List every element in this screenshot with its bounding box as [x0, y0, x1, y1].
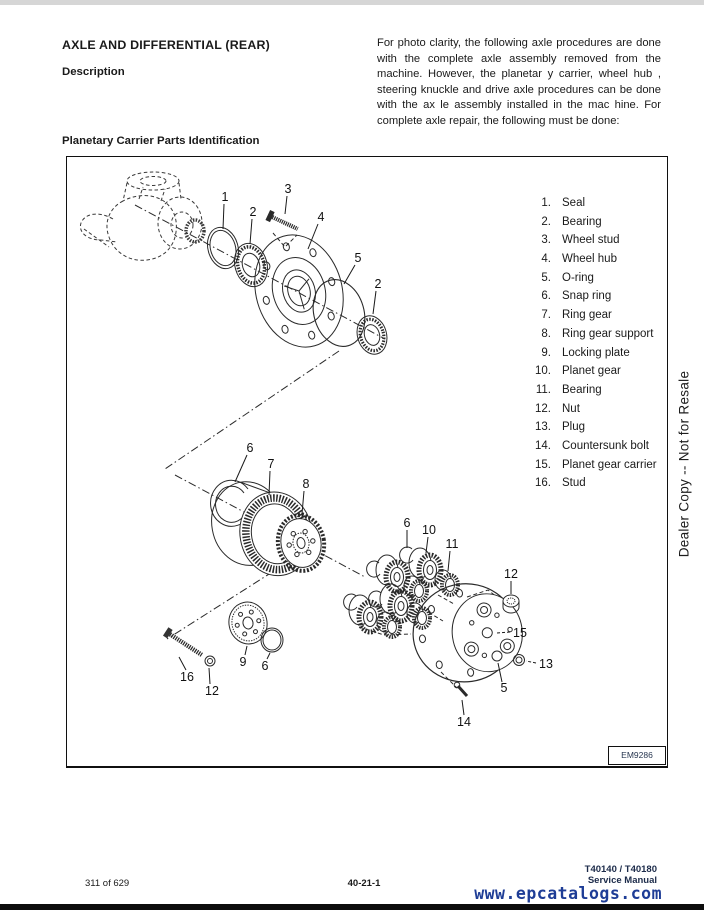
part-row: 16.Stud	[535, 477, 586, 490]
callout-label: 8	[303, 477, 310, 491]
footer-section-code: 40-21-1	[347, 878, 381, 889]
callout-label: 16	[180, 670, 194, 684]
callout-label: 10	[422, 523, 436, 537]
part-row: 14.Countersunk bolt	[535, 439, 649, 452]
part-row: 5.O-ring	[541, 271, 594, 284]
callout-label: 5	[501, 681, 508, 695]
top-edge-bar	[0, 0, 704, 5]
part-row: 9.Locking plate	[541, 346, 630, 359]
callout-label: 7	[268, 457, 275, 471]
footer-doc-info: T40140 / T40180 Service Manual	[585, 864, 657, 886]
snap-ring-part	[260, 627, 284, 653]
o-ring-part	[312, 279, 366, 347]
callout-label: 11	[446, 537, 459, 551]
part-row: 4.Wheel hub	[541, 253, 617, 266]
footer-model: T40140 / T40180	[584, 864, 657, 875]
parts-figure: 1 2 3 4 5 2 6 7 8 6 10 11 12 15 13 5 9 6…	[66, 156, 668, 768]
callout-label: 13	[539, 657, 553, 671]
callout-label: 6	[247, 441, 254, 455]
part-row: 10.Planet gear	[535, 365, 621, 378]
part-row: 11.Bearing	[535, 383, 602, 396]
part-row: 8.Ring gear support	[541, 327, 654, 340]
figure-code: EM9286	[621, 750, 653, 760]
bearing-part	[233, 242, 269, 288]
seal-part	[206, 226, 240, 270]
bottom-edge-bar	[0, 904, 704, 910]
wheel-hub-part	[254, 234, 344, 348]
part-row: 1.Seal	[541, 197, 586, 209]
ring-gear-support-part	[275, 513, 327, 573]
figure-code-box: EM9286	[608, 746, 666, 765]
nut-part	[204, 655, 216, 667]
stud-part	[162, 627, 203, 657]
exploded-diagram: 1 2 3 4 5 2 6 7 8 6 10 11 12 15 13 5 9 6…	[79, 171, 553, 729]
callout-label: 12	[504, 567, 518, 581]
footer-manual-type: Service Manual	[587, 875, 657, 886]
callout-label: 1	[222, 190, 229, 204]
callout-label: 9	[240, 655, 247, 669]
parts-list: 1.Seal 2.Bearing 3.Wheel stud 4.Wheel hu…	[529, 194, 657, 493]
callout-label: 14	[457, 715, 471, 729]
steering-knuckle-ghost	[79, 171, 206, 261]
bearing-part	[356, 315, 388, 355]
part-row: 12.Nut	[535, 402, 580, 415]
plug-part	[513, 654, 525, 666]
part-row: 2.Bearing	[541, 215, 602, 228]
page-title: AXLE AND DIFFERENTIAL (REAR)	[62, 38, 270, 52]
description-heading: Description	[62, 66, 125, 78]
wheel-stud-part	[265, 209, 299, 231]
o-ring-part	[491, 650, 503, 662]
nut-part	[502, 594, 520, 614]
locking-plate-part	[228, 601, 268, 645]
callout-label: 12	[205, 684, 219, 698]
footer-page-number: 311 of 629	[85, 878, 130, 889]
callout-label: 4	[318, 210, 325, 224]
countersunk-bolt-part	[453, 681, 469, 698]
callout-label: 2	[375, 277, 382, 291]
callout-label: 15	[513, 626, 527, 640]
planet-gear-carrier-part	[412, 583, 523, 683]
site-watermark-link[interactable]: www.epcatalogs.com	[474, 884, 662, 903]
figure-caption: Planetary Carrier Parts Identification	[62, 135, 260, 147]
part-row: 3.Wheel stud	[541, 234, 620, 247]
callout-label: 2	[250, 205, 257, 219]
intro-paragraph: For photo clarity, the following axle pr…	[377, 37, 661, 127]
part-row: 15.Planet gear carrier	[535, 458, 657, 471]
callout-label: 5	[355, 251, 362, 265]
callout-label: 6	[262, 659, 269, 673]
part-row: 7.Ring gear	[541, 309, 612, 322]
planet-gear-cluster	[343, 547, 460, 639]
callout-label: 3	[285, 182, 292, 196]
part-row: 13.Plug	[535, 421, 586, 434]
part-row: 6.Snap ring	[541, 290, 612, 303]
callout-label: 6	[404, 516, 411, 530]
dealer-copy-watermark: Dealer Copy -- Not for Resale	[676, 370, 692, 558]
